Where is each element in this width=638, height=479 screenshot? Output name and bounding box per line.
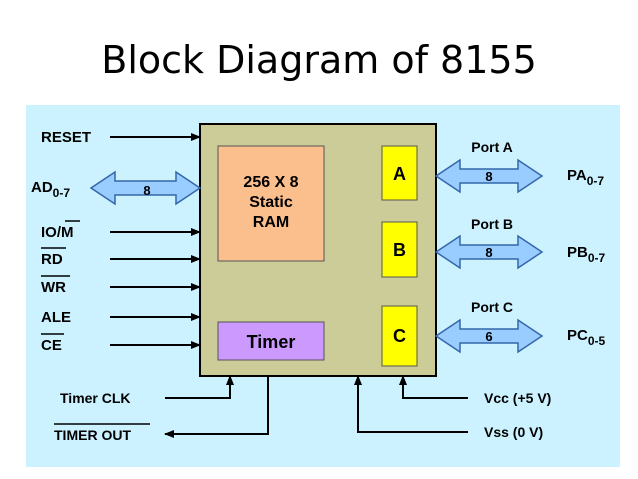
port-c-box (381, 305, 418, 367)
ce-label: CE (41, 337, 62, 354)
vcc-label: Vcc (+5 V) (484, 390, 551, 406)
io-m-label: IO/M (41, 224, 74, 241)
port-c-pin: PC0-5 (567, 327, 606, 348)
port-a-box-label: A (393, 164, 406, 184)
port-a-pin-sub: 0-7 (587, 174, 605, 188)
port-b-pin-sub: 0-7 (588, 251, 606, 265)
port-a-box (381, 145, 418, 201)
timer-clk-arrow (165, 375, 234, 399)
io-m-label-bar: M (61, 224, 74, 241)
port-c-pin-main: PC (567, 327, 588, 344)
port-b-name: Port B (471, 216, 513, 232)
port-b-box-label: B (393, 240, 406, 260)
ram-block (217, 145, 325, 262)
port-c-name: Port C (471, 299, 513, 315)
ad-label-sub: 0-7 (53, 186, 71, 200)
ad-label: AD0-7 (31, 179, 70, 200)
port-a-width: 8 (485, 169, 492, 184)
port-a-bus-arrow (434, 158, 544, 194)
ram-label-line2: Static (249, 194, 293, 211)
timer-clk-label: Timer CLK (60, 390, 131, 406)
page-title: Block Diagram of 8155 (101, 38, 537, 82)
vss-label: Vss (0 V) (484, 424, 543, 440)
port-c-pin-sub: 0-5 (588, 334, 606, 348)
vss-arrow (354, 375, 468, 433)
timer-out-label: TIMER OUT (54, 427, 131, 443)
ale-label: ALE (41, 309, 71, 326)
port-a-pin-main: PA (567, 167, 587, 184)
io-m-label-text: IO/ (41, 224, 62, 241)
port-c-width: 6 (485, 329, 492, 344)
timer-block (217, 321, 325, 361)
port-b-width: 8 (485, 245, 492, 260)
port-b-box (381, 221, 418, 278)
port-a-pin: PA0-7 (567, 167, 604, 188)
port-c-bus-arrow (434, 318, 544, 354)
port-b-pin: PB0-7 (567, 244, 606, 265)
timer-out-arrow (164, 376, 269, 438)
ram-label-line3: RAM (253, 214, 289, 231)
port-c-box-label: C (393, 326, 406, 346)
port-b-bus-arrow (434, 234, 544, 270)
wr-label: WR (41, 279, 66, 296)
port-b-pin-main: PB (567, 244, 588, 261)
vcc-arrow (399, 375, 468, 399)
port-a-name: Port A (471, 139, 512, 155)
reset-label: RESET (41, 129, 91, 146)
rd-label: RD (41, 251, 63, 268)
ram-label-line1: 256 X 8 (243, 174, 298, 191)
timer-label: Timer (247, 332, 296, 352)
ad-label-main: AD (31, 179, 53, 196)
ad-bus-width: 8 (143, 183, 150, 198)
ad-bus-arrow (89, 170, 202, 206)
